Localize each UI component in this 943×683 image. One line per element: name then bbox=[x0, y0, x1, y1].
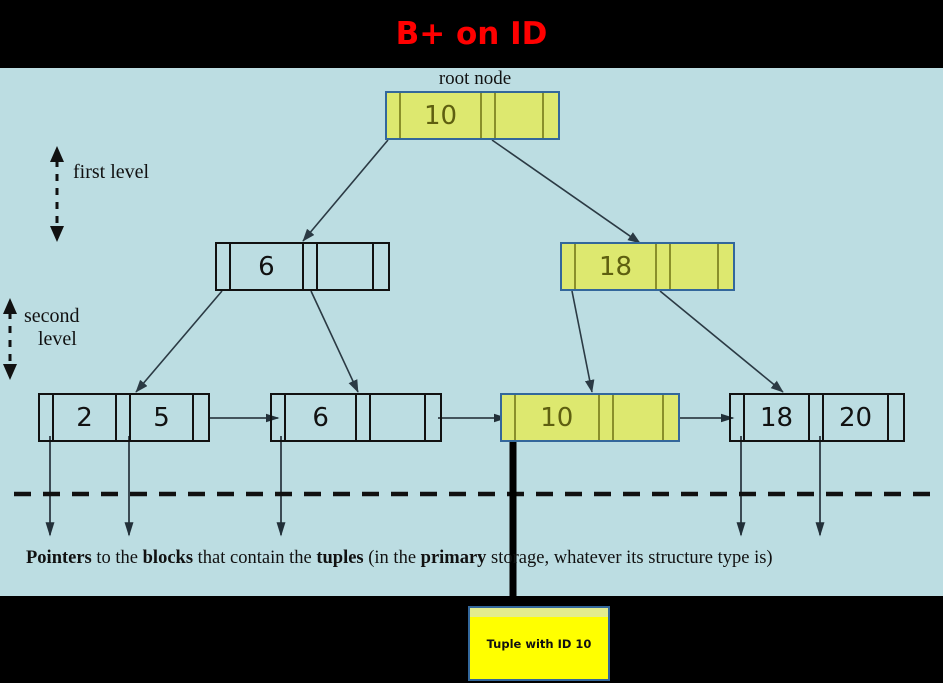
root-cell-key1 bbox=[496, 93, 544, 138]
internal-right-key1 bbox=[671, 244, 719, 289]
tuple-box-label: Tuple with ID 10 bbox=[486, 636, 592, 651]
diagram-canvas bbox=[0, 68, 943, 596]
leaf2-ptr0 bbox=[272, 395, 286, 440]
leaf1-ptr0 bbox=[40, 395, 54, 440]
root-cell-ptr0 bbox=[387, 93, 401, 138]
caption-part-2: to the bbox=[91, 548, 143, 568]
leaf4-key1: 20 bbox=[824, 395, 889, 440]
leaf4-ptr1 bbox=[810, 395, 824, 440]
leaf4-ptr0 bbox=[731, 395, 745, 440]
leaf1-key1: 5 bbox=[131, 395, 194, 440]
leaf4-key0: 18 bbox=[745, 395, 810, 440]
tuple-box[interactable]: Tuple with ID 10 bbox=[468, 606, 610, 681]
caption-part-4: that contain the bbox=[193, 548, 317, 568]
caption-text: Pointers to the blocks that contain the … bbox=[26, 548, 926, 569]
leaf1-key0: 2 bbox=[54, 395, 117, 440]
internal-right-ptr1 bbox=[657, 244, 672, 289]
caption-part-blocks: blocks bbox=[142, 548, 194, 568]
leaf-node-1[interactable]: 2 5 bbox=[38, 393, 210, 442]
internal-left-ptr2 bbox=[374, 244, 388, 289]
leaf3-ptr1 bbox=[600, 395, 614, 440]
internal-right-ptr2 bbox=[719, 244, 733, 289]
leaf2-key1 bbox=[371, 395, 427, 440]
leaf2-ptr2 bbox=[426, 395, 440, 440]
leaf3-ptr0 bbox=[502, 395, 516, 440]
root-node[interactable]: 10 bbox=[385, 91, 560, 140]
leaf3-key1 bbox=[614, 395, 664, 440]
internal-node-left[interactable]: 6 bbox=[215, 242, 390, 291]
page-title: B+ on ID bbox=[395, 16, 548, 52]
leaf2-key0: 6 bbox=[286, 395, 358, 440]
leaf-node-3[interactable]: 10 bbox=[500, 393, 680, 442]
caption-part-6: (in the bbox=[363, 548, 421, 568]
internal-left-key0: 6 bbox=[231, 244, 304, 289]
leaf1-ptr2 bbox=[194, 395, 208, 440]
root-cell-ptr1 bbox=[482, 93, 497, 138]
root-node-label: root node bbox=[438, 68, 512, 89]
caption-part-8: storage, whatever its structure type is) bbox=[486, 548, 773, 568]
leaf-node-2[interactable]: 6 bbox=[270, 393, 442, 442]
internal-node-right[interactable]: 18 bbox=[560, 242, 735, 291]
caption-part-pointers: Pointers bbox=[26, 548, 92, 568]
second-level-label: second level bbox=[24, 305, 80, 351]
leaf3-key0: 10 bbox=[516, 395, 600, 440]
first-level-label: first level bbox=[73, 161, 150, 183]
second-level-label-line2: level bbox=[38, 328, 77, 350]
tuple-box-top-strip bbox=[470, 608, 608, 617]
caption-part-tuples: tuples bbox=[316, 548, 364, 568]
internal-right-key0: 18 bbox=[576, 244, 658, 289]
leaf4-ptr2 bbox=[889, 395, 903, 440]
internal-left-ptr0 bbox=[217, 244, 231, 289]
root-cell-key0: 10 bbox=[401, 93, 483, 138]
title-banner: B+ on ID bbox=[0, 0, 943, 68]
internal-right-ptr0 bbox=[562, 244, 576, 289]
internal-left-ptr1 bbox=[304, 244, 318, 289]
caption-part-primary: primary bbox=[420, 548, 487, 568]
second-level-label-line1: second bbox=[24, 305, 80, 327]
internal-left-key1 bbox=[318, 244, 375, 289]
leaf1-ptr1 bbox=[117, 395, 131, 440]
root-cell-ptr2 bbox=[544, 93, 558, 138]
leaf3-ptr2 bbox=[664, 395, 678, 440]
leaf-node-4[interactable]: 18 20 bbox=[729, 393, 905, 442]
leaf2-ptr1 bbox=[357, 395, 372, 440]
